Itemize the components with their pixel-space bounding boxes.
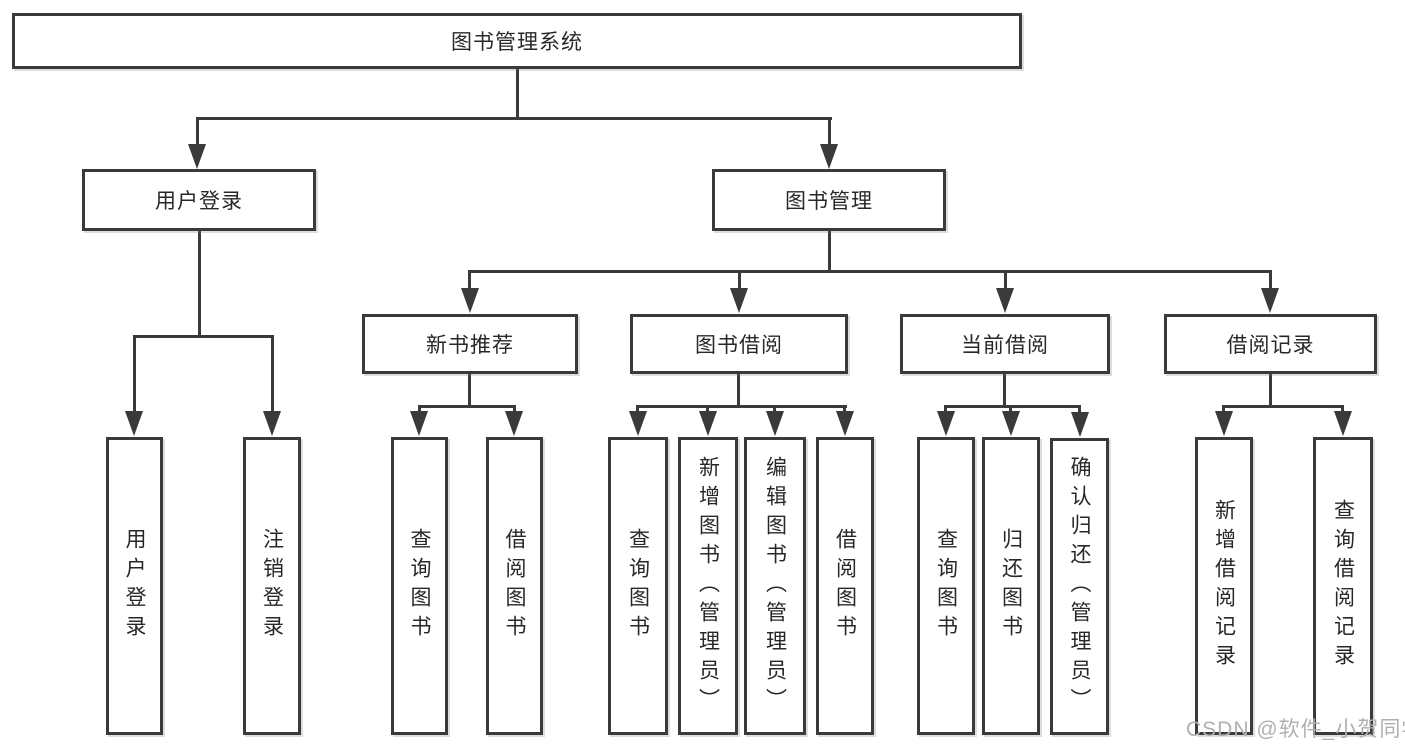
- connector-line: [944, 405, 947, 415]
- leaf-borrow-borrow: 借阅图书: [816, 437, 874, 735]
- arrow-down-icon: [125, 411, 143, 436]
- leaf-user-login-label: 用户登录: [123, 528, 146, 644]
- arrow-down-icon: [1334, 411, 1352, 436]
- node-new-book-rec: 新书推荐: [362, 314, 578, 374]
- connector-line: [1269, 374, 1272, 407]
- leaf-borrow-query-label: 查询图书: [626, 528, 650, 644]
- connector-line: [1223, 405, 1344, 408]
- node-current-borrow: 当前借阅: [900, 314, 1110, 374]
- connector-line: [271, 335, 274, 413]
- leaf-borrow-borrow-label: 借阅图书: [833, 528, 857, 644]
- connector-line: [773, 405, 776, 415]
- leaf-newbook-borrow-label: 借阅图书: [503, 528, 526, 644]
- connector-line: [828, 231, 831, 272]
- arrow-down-icon: [188, 144, 206, 169]
- arrow-down-icon: [1002, 411, 1020, 436]
- leaf-borrow-add-label: 新增图书（管理员）: [696, 455, 720, 717]
- connector-line: [706, 405, 709, 415]
- connector-line: [133, 335, 136, 413]
- connector-line: [1078, 405, 1081, 415]
- connector-line: [945, 405, 1081, 408]
- connector-line: [196, 117, 199, 147]
- node-borrow-record: 借阅记录: [1164, 314, 1377, 374]
- arrow-down-icon: [1071, 412, 1089, 437]
- connector-line: [1004, 270, 1007, 291]
- arrow-down-icon: [505, 411, 523, 436]
- connector-line: [197, 117, 832, 120]
- leaf-logout: 注销登录: [243, 437, 301, 735]
- leaf-borrow-edit-label: 编辑图书（管理员）: [763, 455, 787, 717]
- leaf-current-confirm: 确认归还（管理员）: [1050, 438, 1109, 735]
- leaf-borrow-query: 查询图书: [608, 437, 668, 735]
- leaf-user-login: 用户登录: [106, 437, 163, 735]
- watermark: CSDN @软件_小贺同学: [1186, 718, 1405, 741]
- leaf-newbook-query: 查询图书: [391, 437, 448, 735]
- connector-line: [468, 374, 471, 407]
- leaf-logout-label: 注销登录: [260, 528, 284, 644]
- arrow-down-icon: [410, 411, 428, 436]
- connector-line: [468, 270, 471, 291]
- node-book-borrow-label: 图书借阅: [695, 334, 783, 357]
- node-root-label: 图书管理系统: [451, 31, 583, 54]
- connector-line: [737, 374, 740, 407]
- node-borrow-record-label: 借阅记录: [1226, 334, 1315, 357]
- node-current-borrow-label: 当前借阅: [961, 334, 1049, 357]
- arrow-down-icon: [461, 288, 479, 313]
- leaf-record-query-label: 查询借阅记录: [1331, 499, 1355, 673]
- leaf-current-confirm-label: 确认归还（管理员）: [1068, 456, 1091, 717]
- leaf-borrow-edit: 编辑图书（管理员）: [744, 437, 806, 735]
- connector-line: [513, 405, 516, 415]
- leaf-record-add: 新增借阅记录: [1195, 437, 1253, 735]
- arrow-down-icon: [996, 288, 1014, 313]
- arrow-down-icon: [1215, 411, 1233, 436]
- leaf-newbook-borrow: 借阅图书: [486, 437, 543, 735]
- arrow-down-icon: [836, 411, 854, 436]
- arrow-down-icon: [766, 411, 784, 436]
- connector-line: [738, 270, 741, 291]
- connector-line: [1341, 405, 1344, 415]
- connector-line: [418, 405, 421, 415]
- connector-line: [843, 405, 846, 415]
- node-new-book-rec-label: 新书推荐: [426, 334, 514, 357]
- connector-line: [637, 405, 847, 408]
- leaf-current-query-label: 查询图书: [934, 528, 958, 644]
- arrow-down-icon: [1261, 288, 1279, 313]
- node-user-login-label: 用户登录: [155, 190, 243, 213]
- connector-line: [1269, 270, 1272, 291]
- leaf-current-return: 归还图书: [982, 437, 1040, 735]
- node-book-mgmt-label: 图书管理: [785, 190, 873, 213]
- leaf-newbook-query-label: 查询图书: [408, 528, 431, 644]
- connector-line: [636, 405, 639, 415]
- node-user-login: 用户登录: [82, 169, 316, 231]
- node-book-mgmt: 图书管理: [712, 169, 946, 231]
- arrow-down-icon: [263, 411, 281, 436]
- arrow-down-icon: [820, 144, 838, 169]
- node-book-borrow: 图书借阅: [630, 314, 848, 374]
- connector-line: [198, 231, 201, 337]
- leaf-current-return-label: 归还图书: [999, 528, 1023, 644]
- connector-line: [828, 117, 831, 147]
- connector-line: [1222, 405, 1225, 415]
- arrow-down-icon: [629, 411, 647, 436]
- connector-line: [418, 405, 516, 408]
- connector-line: [516, 68, 519, 118]
- arrow-down-icon: [730, 288, 748, 313]
- arrow-down-icon: [937, 411, 955, 436]
- leaf-borrow-add: 新增图书（管理员）: [678, 437, 738, 735]
- connector-line: [469, 270, 1272, 273]
- connector-line: [1009, 405, 1012, 415]
- leaf-record-query: 查询借阅记录: [1313, 437, 1373, 735]
- arrow-down-icon: [699, 411, 717, 436]
- connector-line: [1003, 374, 1006, 407]
- node-root: 图书管理系统: [12, 13, 1022, 69]
- leaf-current-query: 查询图书: [917, 437, 975, 735]
- connector-line: [134, 335, 274, 338]
- leaf-record-add-label: 新增借阅记录: [1212, 499, 1236, 673]
